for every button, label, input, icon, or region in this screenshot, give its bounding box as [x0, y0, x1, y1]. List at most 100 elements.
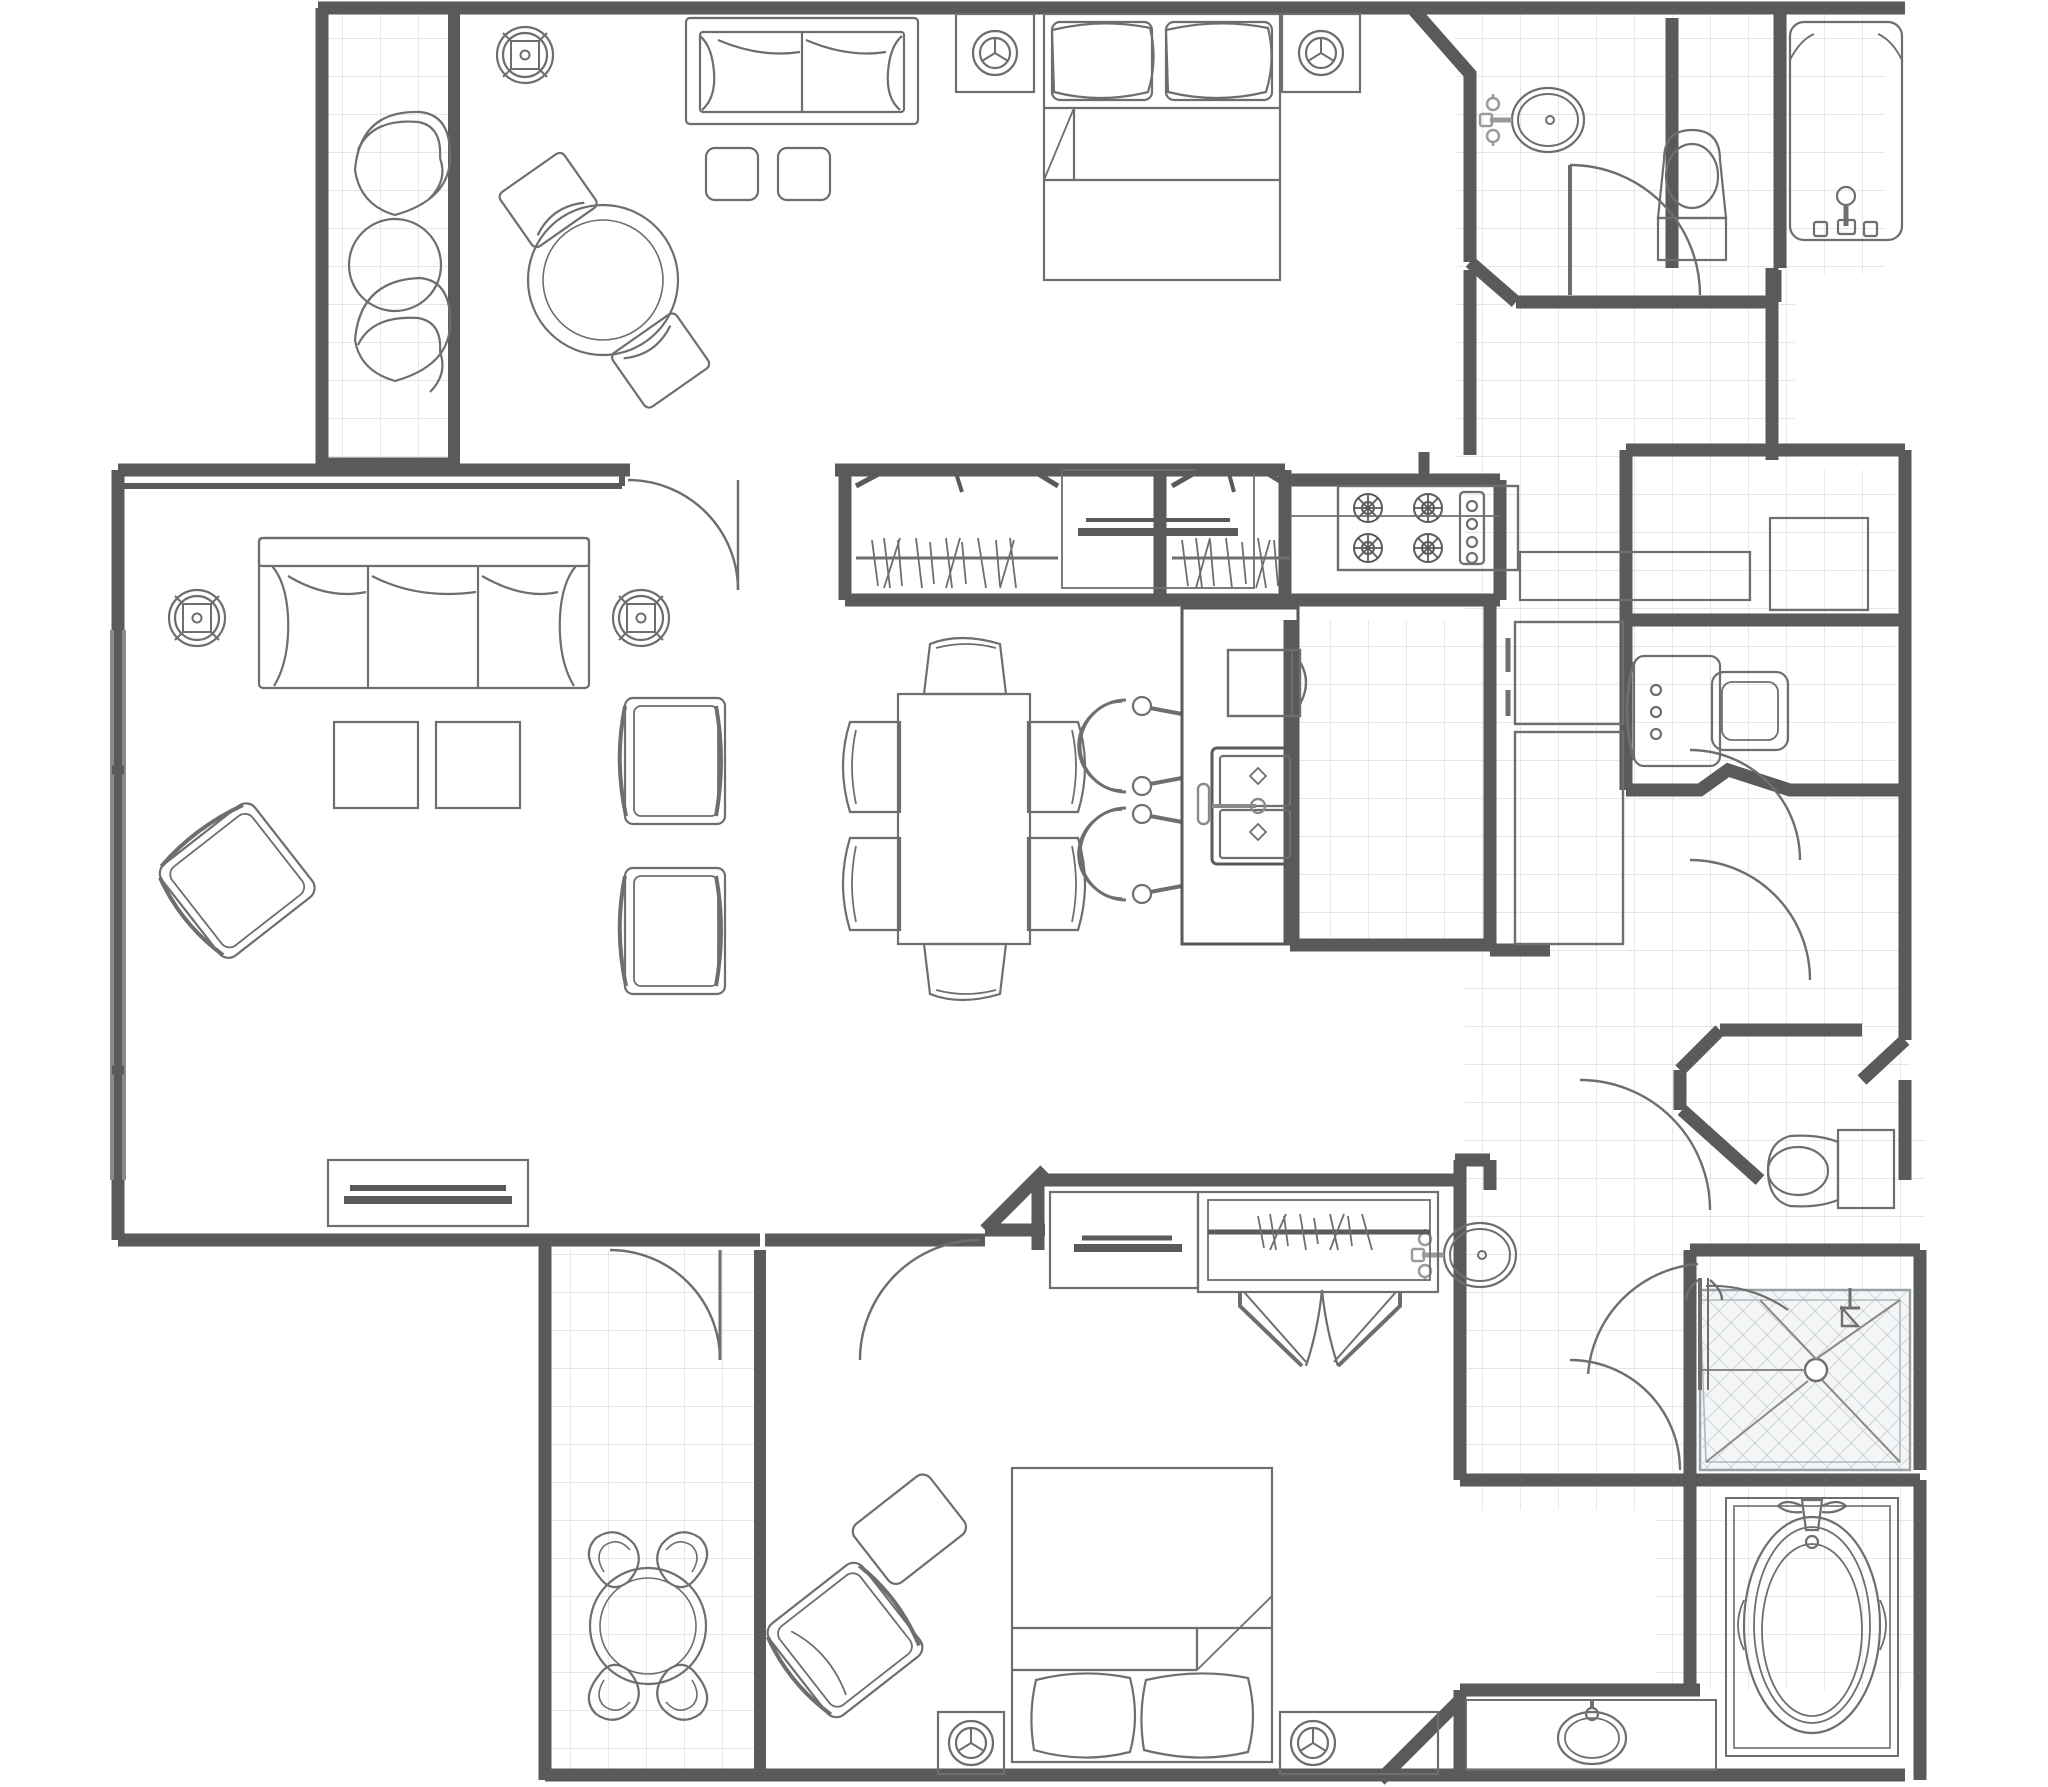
refrigerator	[1505, 620, 1625, 946]
lower-balcony-furniture	[587, 1531, 709, 1721]
hanging-clothes-icon	[1181, 537, 1279, 589]
coffee-table-right	[434, 720, 522, 810]
side-table-round	[347, 217, 443, 313]
master-walk-in-closet	[1196, 1190, 1440, 1368]
washer	[1625, 654, 1790, 768]
living-console-table	[326, 1158, 530, 1228]
ottoman-left	[704, 146, 760, 202]
patio-chair-nw	[587, 1531, 640, 1589]
accent-armchair-corner	[158, 802, 316, 959]
upper-sofa	[684, 16, 920, 126]
ottoman-right	[776, 146, 832, 202]
upper-living-furniture	[495, 12, 1362, 409]
door-swings-layer	[609, 163, 1812, 1471]
tub-faucet-icon	[1776, 1498, 1848, 1532]
master-ottoman	[851, 1473, 968, 1585]
label-powder-room: Powder Room	[1800, 1087, 1901, 1104]
powder-room-fixtures	[1766, 1128, 1896, 1210]
door-swing-icon	[1689, 858, 1812, 981]
dining-furniture	[841, 636, 1183, 1002]
closet-left	[854, 467, 1060, 589]
round-dining-table	[498, 151, 711, 409]
label-balcony-upper-left: Upper Left Balcony	[380, 227, 516, 244]
master-bath-fixtures	[1412, 1223, 1912, 1771]
hanging-clothes-icon	[871, 537, 1017, 589]
living-armchair-upper	[617, 696, 727, 826]
dining-chair-bottom	[610, 312, 711, 409]
door-swing-icon	[858, 1238, 981, 1361]
living-armchair-lower	[617, 866, 727, 996]
label-master-bedroom: Master Bedroom	[1140, 1407, 1258, 1424]
label-balcony-lower-left: Lower Left Balcony	[650, 1387, 786, 1404]
patio-chair-se	[656, 1663, 709, 1721]
toilet-powder	[1766, 1128, 1896, 1210]
door-swing-icon	[609, 1248, 722, 1361]
shower-head-icon	[1840, 1288, 1861, 1328]
patio-chair-ne	[656, 1531, 709, 1589]
master-sink-lower	[1465, 1699, 1717, 1771]
dining-chair-left-1	[841, 720, 902, 814]
tub-drain	[1835, 185, 1857, 207]
bar-stool-lower	[1077, 803, 1183, 905]
label-laundry-closet: Laundry Closet	[1760, 687, 1868, 704]
bathtub-upper	[1788, 20, 1904, 242]
living-room-furniture	[158, 536, 727, 1228]
dining-chair-head-top	[922, 636, 1008, 696]
laundry-fixtures	[1625, 516, 1870, 768]
label-bath-upper-right: Upper Right Bathroom	[1680, 317, 1839, 334]
double-sink	[1196, 746, 1300, 866]
toilet-upper	[1656, 128, 1728, 262]
door-swing-icon	[1569, 163, 1702, 296]
closet-shelf	[1061, 469, 1255, 589]
pillow-left	[1030, 1672, 1137, 1759]
patio-table	[587, 1531, 709, 1721]
walls-layer	[110, 1, 1927, 1785]
dishwasher	[1226, 648, 1308, 718]
coffee-table-left	[332, 720, 420, 810]
patio-chair-sw	[587, 1663, 640, 1721]
master-bedroom-furniture	[765, 1190, 1440, 1776]
storage-box	[1768, 516, 1870, 612]
closets-group	[854, 467, 1290, 589]
master-nightstand-right	[1278, 1710, 1440, 1776]
master-nightstand-left	[936, 1710, 1006, 1776]
dining-chair-left-2	[841, 836, 902, 932]
master-armchair	[765, 1561, 924, 1719]
living-sofa-three-seat	[257, 536, 591, 690]
label-bedroom-upper: Upper Bedroom / Suite	[1150, 317, 1313, 334]
label-master-bath: Master Bathroom	[1800, 1387, 1923, 1404]
upper-bedroom-furniture	[1042, 12, 1282, 282]
upper-bath-fixtures	[1480, 20, 1904, 262]
bar-stool-upper	[1077, 695, 1183, 797]
corner-shower	[1684, 1278, 1912, 1472]
kitchen-fixtures	[1180, 484, 1752, 946]
label-entry-foyer: Entry Foyer	[880, 1287, 963, 1304]
master-bed	[1010, 1466, 1274, 1764]
lounge-chair-bottom	[353, 276, 452, 393]
counter-right	[1518, 550, 1752, 602]
closet-right	[1170, 467, 1290, 589]
door-swing-icon	[627, 478, 740, 591]
label-hallway: Hallway	[1560, 867, 1616, 884]
label-living-room: Living Room	[400, 887, 489, 904]
label-kitchen: Kitchen	[1380, 787, 1433, 804]
lamp-table-right	[1280, 12, 1362, 94]
upper-balcony-furniture	[347, 110, 452, 393]
oval-soaking-tub	[1725, 1497, 1899, 1757]
tub-drain	[1804, 1534, 1820, 1550]
lamp-table-mid	[954, 12, 1036, 94]
dining-chair-head-bottom	[922, 942, 1008, 1002]
hanging-clothes-icon	[1257, 1213, 1373, 1251]
door-swing-icon	[1586, 1262, 1699, 1375]
door-swing-icon	[1569, 1358, 1682, 1471]
label-dining-area: Dining Area	[960, 1007, 1043, 1024]
dining-chair-top	[498, 151, 598, 249]
door-swing-icon	[1579, 1078, 1712, 1211]
shower-door-rail	[1684, 1278, 1724, 1390]
door-swing-icon	[1689, 748, 1802, 861]
shower-drain	[1803, 1357, 1829, 1383]
upper-bed	[1042, 12, 1282, 282]
pillow-right	[1140, 1672, 1255, 1759]
cooktop	[1336, 484, 1520, 572]
